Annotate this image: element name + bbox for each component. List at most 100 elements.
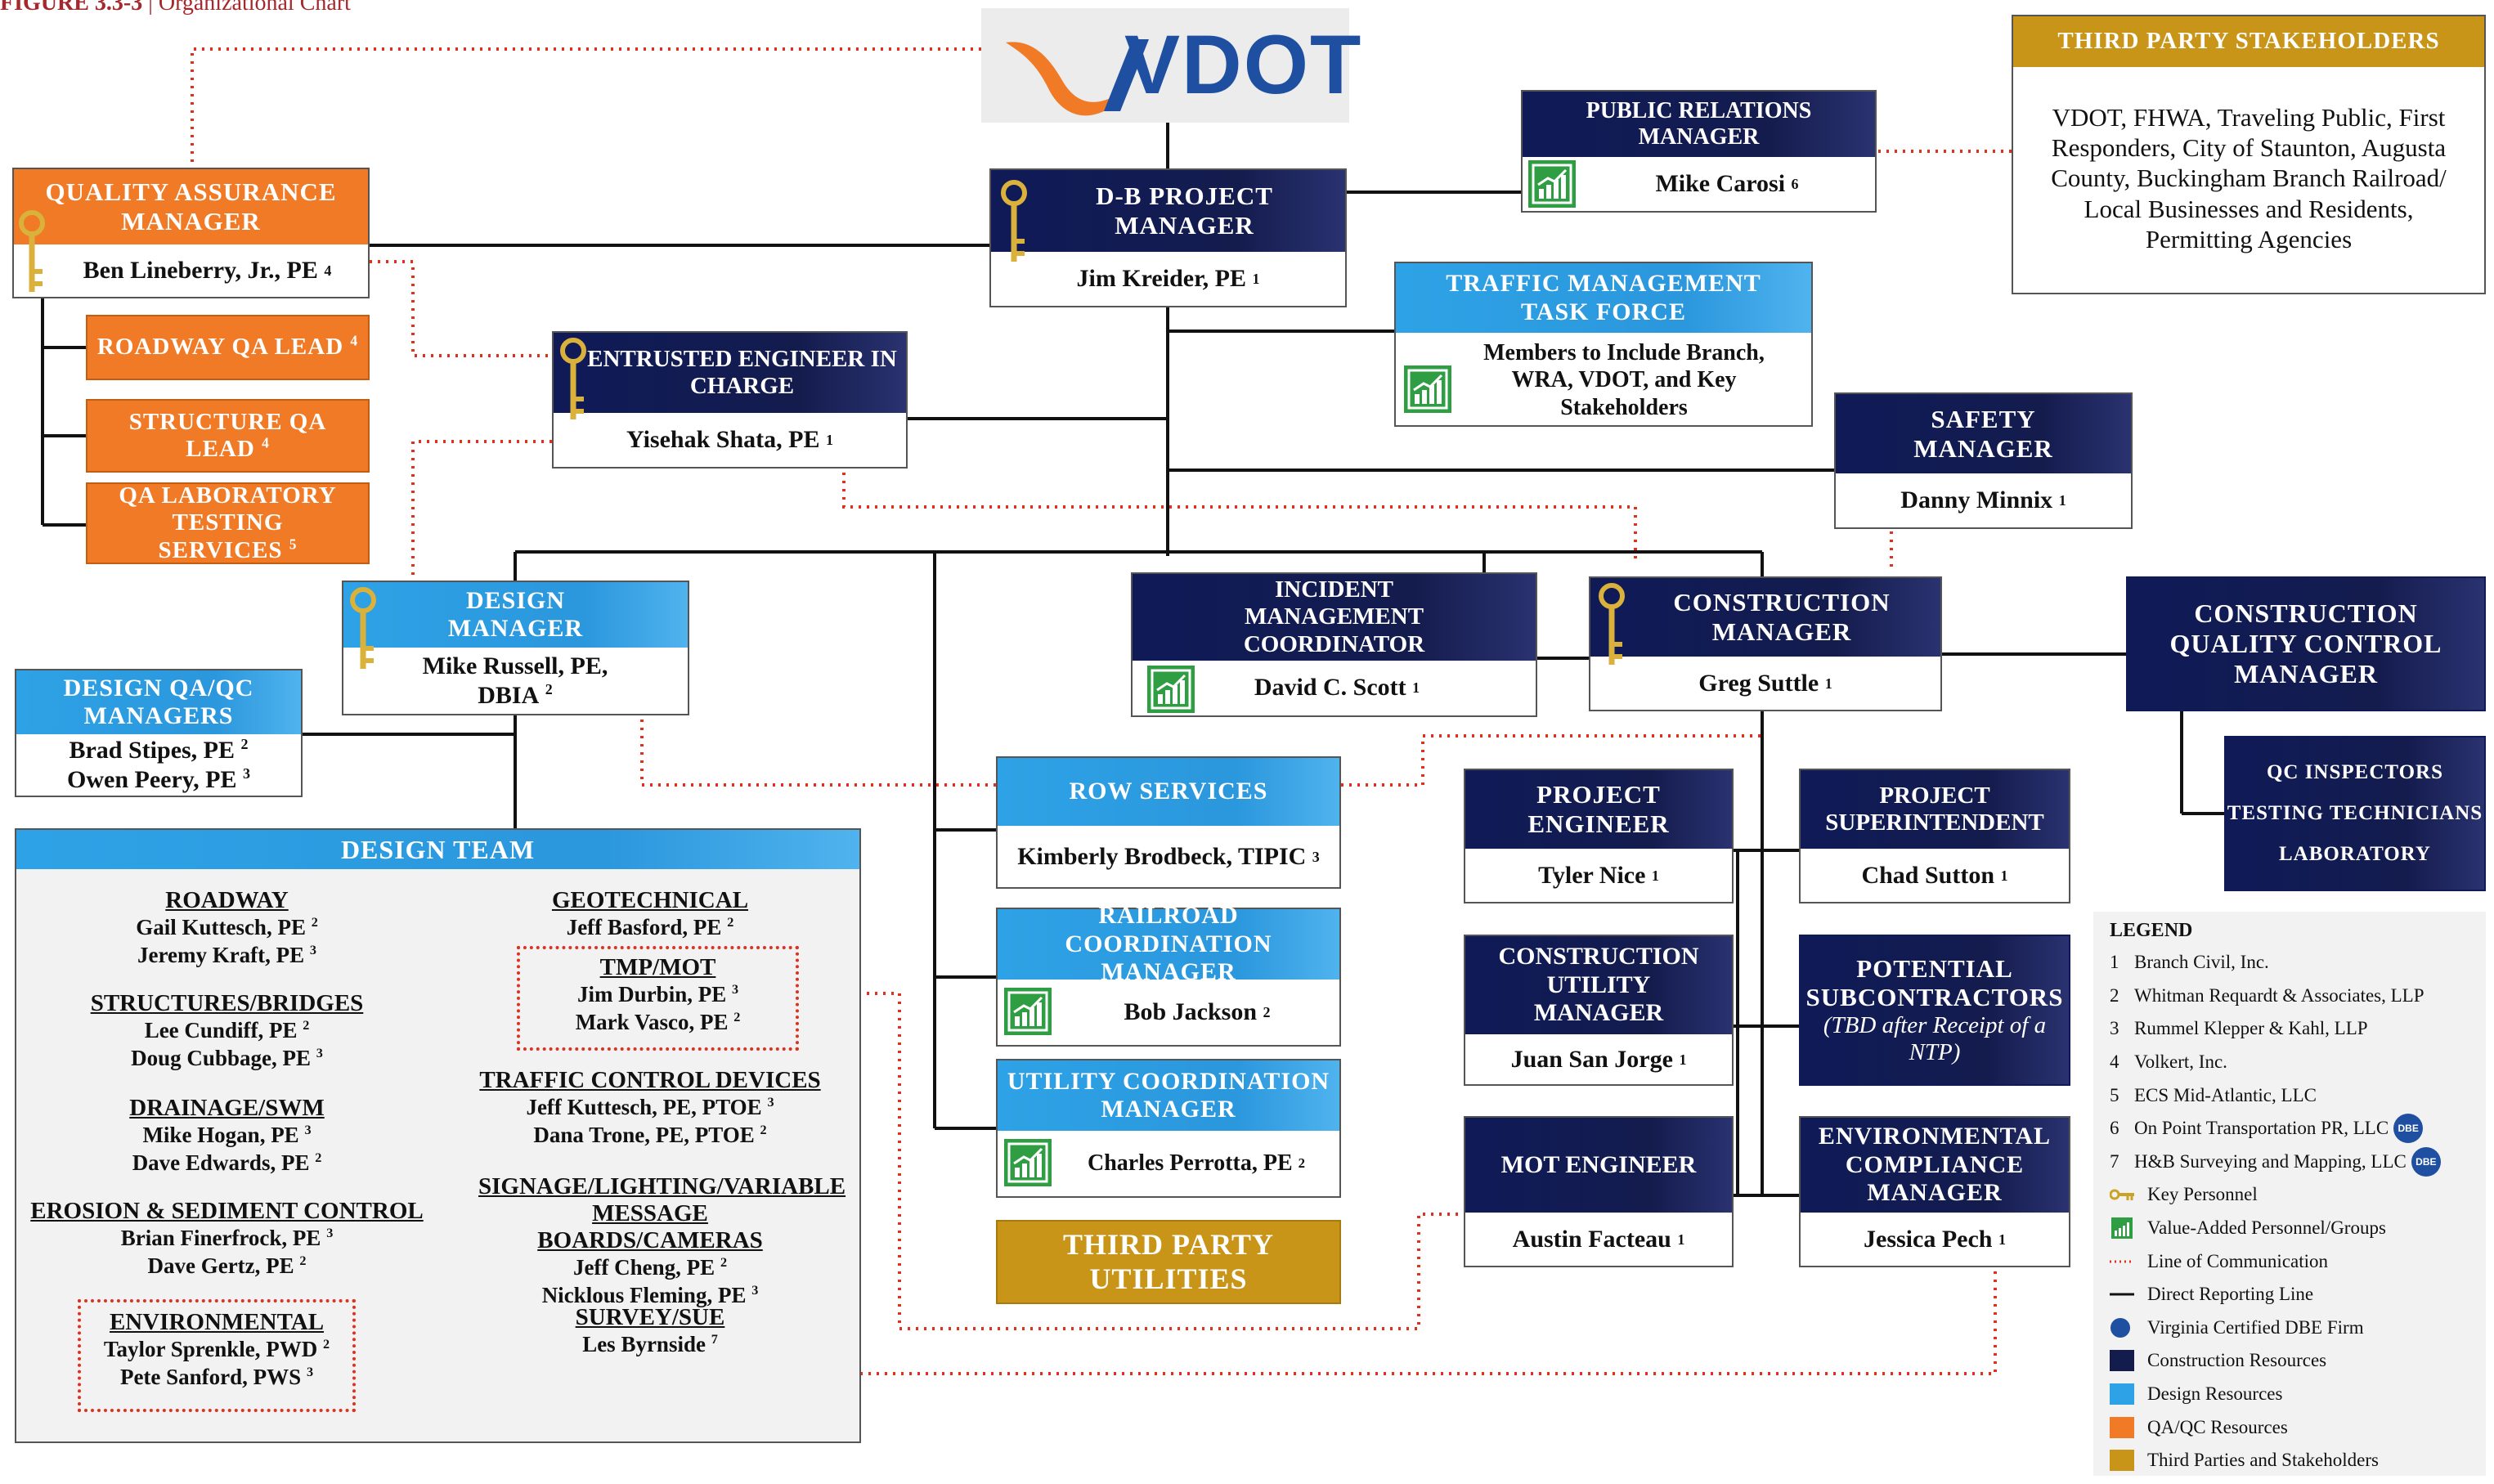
railroad-coordination-box: RAILROAD COORDINATION MANAGER Bob Jackso… [996, 902, 1341, 1047]
row-services-title: ROW SERVICES [998, 758, 1339, 826]
qa-laboratory-box: QA LABORATORY TESTING SERVICES 5 [86, 482, 370, 564]
entrusted-engineer-box: ENTRUSTED ENGINEER IN CHARGE Yisehak Sha… [552, 331, 908, 469]
value-added-icon [1147, 666, 1195, 713]
entrusted-engineer-title: ENTRUSTED ENGINEER IN CHARGE [554, 333, 906, 413]
discipline-signage: SIGNAGE/LIGHTING/VARIABLE MESSAGE BOARDS… [478, 1173, 846, 1307]
construction-manager-name: Greg Suttle 1 [1698, 669, 1832, 697]
discipline-tmp-mot: TMP/MOT Jim Durbin, PE 3 Mark Vasco, PE … [517, 946, 799, 1051]
public-relations-title: PUBLIC RELATIONS MANAGER [1523, 92, 1875, 157]
potential-subcontractors-title: POTENTIAL SUBCONTRACTORS [1805, 953, 2064, 1012]
db-project-manager-box: D-B PROJECT MANAGER Jim Kreider, PE 1 [989, 168, 1347, 307]
mot-engineer-name: Austin Facteau 1 [1512, 1225, 1685, 1253]
structure-qa-lead-box: STRUCTURE QA LEAD 4 [86, 399, 370, 473]
utility-coordination-title: UTILITY COORDINATION MANAGER [998, 1060, 1339, 1131]
figure-label: FIGURE 3.3-3 [0, 0, 143, 16]
railroad-coordination-title: RAILROAD COORDINATION MANAGER [998, 902, 1339, 985]
project-superintendent-title: PROJECT SUPERINTENDENT [1801, 770, 2069, 849]
project-superintendent-box: PROJECT SUPERINTENDENT Chad Sutton 1 [1799, 769, 2070, 903]
traffic-task-force-members: Members to Include Branch, WRA, VDOT, an… [1483, 339, 1765, 420]
construction-utility-manager-name: Juan San Jorge 1 [1510, 1045, 1687, 1073]
incident-coordinator-title: INCIDENT MANAGEMENT COORDINATOR [1133, 574, 1536, 661]
qa-manager-title: QUALITY ASSURANCE MANAGER [14, 169, 368, 244]
vdot-logo: VDOT [981, 8, 1361, 123]
value-added-icon [1528, 160, 1576, 208]
construction-swatch [2110, 1350, 2134, 1372]
design-manager-title: DESIGN MANAGER [343, 582, 688, 648]
public-relations-manager-box: PUBLIC RELATIONS MANAGER Mike Carosi 6 [1521, 90, 1877, 213]
construction-manager-box: CONSTRUCTION MANAGER Greg Suttle 1 [1589, 576, 1942, 711]
qa-manager-name: Ben Lineberry, Jr., PE 4 [83, 257, 332, 284]
legend-direct: Direct Reporting Line [2110, 1278, 2486, 1311]
construction-utility-manager-box: CONSTRUCTION UTILITY MANAGER Juan San Jo… [1464, 935, 1734, 1086]
construction-qc-manager-box: CONSTRUCTION QUALITY CONTROL MANAGER [2126, 576, 2486, 711]
qc-inspectors-box: QC INSPECTORS TESTING TECHNICIANS LABORA… [2224, 736, 2486, 891]
qa-manager-box: QUALITY ASSURANCE MANAGER Ben Lineberry,… [12, 168, 370, 298]
dbe-badge-icon [2110, 1317, 2130, 1338]
key-icon [19, 210, 45, 292]
discipline-survey: SURVEY/SUE Les Byrnside 7 [575, 1304, 725, 1356]
key-icon [350, 587, 376, 669]
third-party-utilities-box: THIRD PARTY UTILITIES [996, 1220, 1341, 1304]
project-engineer-title: PROJECT ENGINEER [1465, 770, 1732, 849]
project-engineer-box: PROJECT ENGINEER Tyler Nice 1 [1464, 769, 1734, 903]
legend-communication: Line of Communication [2110, 1244, 2486, 1278]
design-swatch [2110, 1383, 2134, 1406]
qaqc-swatch [2110, 1416, 2134, 1438]
figure-separator: | [148, 0, 153, 16]
traffic-task-force-title: TRAFFIC MANAGEMENT TASK FORCE [1396, 263, 1811, 333]
project-engineer-name: Tyler Nice 1 [1538, 861, 1659, 889]
discipline-traffic-control: TRAFFIC CONTROL DEVICES Jeff Kuttesch, P… [479, 1067, 821, 1147]
legend-key-personnel: Key Personnel [2110, 1178, 2486, 1212]
environmental-compliance-title: ENVIRONMENTAL COMPLIANCE MANAGER [1801, 1118, 2069, 1213]
mot-engineer-box: MOT ENGINEER Austin Facteau 1 [1464, 1116, 1734, 1267]
design-manager-name: Mike Russell, PE, DBIA 2 [422, 652, 608, 709]
incident-coordinator-box: INCIDENT MANAGEMENT COORDINATOR David C.… [1131, 572, 1537, 717]
railroad-coordination-name: Bob Jackson 2 [1124, 998, 1271, 1025]
design-qaqc-title: DESIGN QA/QC MANAGERS [16, 670, 301, 734]
design-qaqc-names: Brad Stipes, PE 2 Owen Peery, PE 3 [67, 735, 250, 793]
dbe-badge-icon: DBE [2411, 1146, 2441, 1177]
key-icon [1001, 180, 1027, 262]
roadway-qa-lead-box: ROADWAY QA LEAD 4 [86, 315, 370, 380]
key-icon [2110, 1189, 2134, 1201]
potential-subcontractors-note: (TBD after Receipt of a NTP) [1823, 1011, 2047, 1066]
legend-qaqc: QA/QC Resources [2110, 1410, 2486, 1444]
mot-engineer-title: MOT ENGINEER [1465, 1118, 1732, 1213]
solid-line-icon [2110, 1293, 2134, 1296]
legend-construction: Construction Resources [2110, 1344, 2486, 1378]
design-team-right-column: GEOTECHNICAL Jeff Basford, PE 2 TRAFFIC … [437, 871, 863, 1386]
third-party-stakeholders-title: THIRD PARTY STAKEHOLDERS [2013, 16, 2484, 67]
laboratory-line: LABORATORY [2278, 843, 2431, 865]
safety-manager-title: SAFETY MANAGER [1836, 394, 2131, 473]
utility-coordination-box: UTILITY COORDINATION MANAGER Charles Per… [996, 1059, 1341, 1198]
figure-caption: FIGURE 3.3-3 | Organizational Chart [0, 0, 351, 16]
value-added-icon [1404, 365, 1451, 413]
value-added-icon [1004, 1139, 1052, 1186]
incident-coordinator-name: David C. Scott 1 [1254, 674, 1420, 701]
direct-reporting-lines [41, 123, 2224, 1197]
discipline-erosion: EROSION & SEDIMENT CONTROL Brian Finerfr… [30, 1198, 424, 1278]
design-manager-box: DESIGN MANAGER Mike Russell, PE, DBIA 2 [342, 581, 689, 715]
traffic-task-force-box: TRAFFIC MANAGEMENT TASK FORCE Members to… [1394, 262, 1813, 427]
db-project-manager-name: Jim Kreider, PE 1 [1076, 265, 1260, 292]
safety-manager-name: Danny Minnix 1 [1900, 486, 2066, 513]
vdot-logo-text: VDOT [1124, 18, 1363, 111]
key-icon [1599, 583, 1625, 665]
discipline-structures: STRUCTURES/BRIDGES Lee Cundiff, PE 2 Dou… [90, 990, 364, 1070]
dotted-line-icon [2110, 1260, 2134, 1263]
design-team-left-column: ROADWAY Gail Kuttesch, PE 2 Jeremy Kraft… [16, 871, 437, 1296]
environmental-compliance-name: Jessica Pech 1 [1864, 1225, 2006, 1253]
third-party-stakeholders-box: THIRD PARTY STAKEHOLDERS VDOT, FHWA, Tra… [2012, 15, 2486, 294]
discipline-drainage: DRAINAGE/SWM Mike Hogan, PE 3 Dave Edwar… [129, 1095, 325, 1175]
construction-utility-manager-title: CONSTRUCTION UTILITY MANAGER [1465, 936, 1732, 1034]
qc-inspectors-line: QC INSPECTORS [2266, 761, 2444, 783]
legend-third-party: Third Parties and Stakeholders [2110, 1444, 2486, 1477]
legend-title: LEGEND [2110, 920, 2193, 941]
db-project-manager-title: D-B PROJECT MANAGER [991, 170, 1345, 252]
